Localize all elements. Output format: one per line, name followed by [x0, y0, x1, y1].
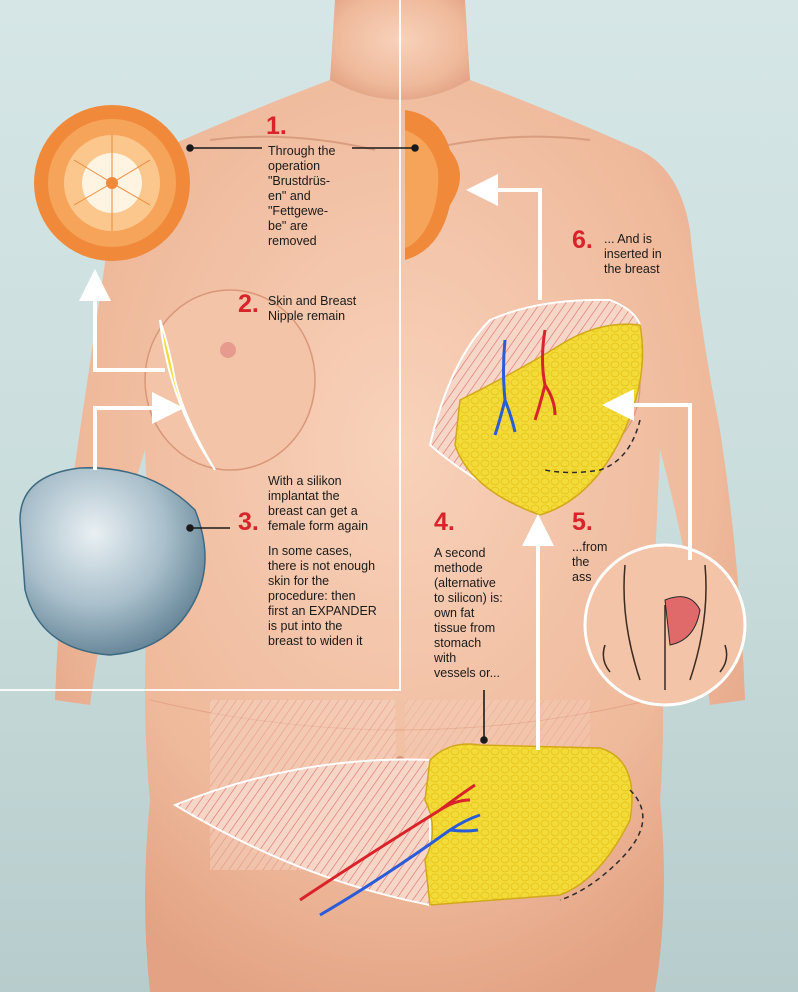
step-3-note: In some cases, there is not enough skin …: [268, 544, 377, 648]
collarbone-left: [209, 135, 376, 151]
step-3-number: 3.: [238, 508, 259, 536]
arrows: [79, 174, 692, 750]
step-5-label: ...from the ass: [572, 540, 608, 584]
flap-dashed-outline: [559, 789, 644, 901]
arrow-implant-to-breast: [93, 392, 184, 470]
leader-lines: [186, 144, 488, 744]
step-1-label: Through the operation "Brustdrüs- en" an…: [268, 144, 336, 248]
step-2-label: Skin and Breast Nipple remain: [268, 294, 357, 323]
fat-tissue-breast: [454, 323, 644, 516]
vein-breast: [493, 339, 517, 436]
incision-left: [159, 319, 216, 471]
artery-breast: [533, 329, 557, 421]
breast-left: [144, 289, 316, 471]
artery-abdomen: [299, 783, 476, 902]
breast-fat-transplant: [428, 298, 644, 517]
silicone-implant: [19, 467, 206, 656]
step-4-number: 4.: [434, 508, 455, 536]
removed-tissue: [34, 105, 190, 261]
step-1-number: 1.: [266, 112, 287, 140]
step-6-number: 6.: [572, 226, 593, 254]
step-6-label: ... And is inserted in the breast: [604, 232, 662, 276]
abdominal-flap: [172, 743, 644, 917]
step-4-label: A second methode (alternative to silicon…: [434, 546, 503, 680]
buttock-inset: [583, 543, 747, 707]
step-5-number: 5.: [572, 508, 593, 536]
step-3-label: With a silikon implantat the breast can …: [268, 474, 369, 533]
vein-abdomen: [319, 813, 481, 917]
arrow-to-removed: [79, 269, 165, 372]
breast-dashed-outline: [544, 419, 641, 474]
nipple-left: [220, 342, 236, 358]
step-2-number: 2.: [238, 290, 259, 318]
arrow-to-breast-top: [466, 174, 542, 300]
frame-lines: [0, 0, 401, 691]
arrow-ass-to-breast: [602, 389, 692, 560]
